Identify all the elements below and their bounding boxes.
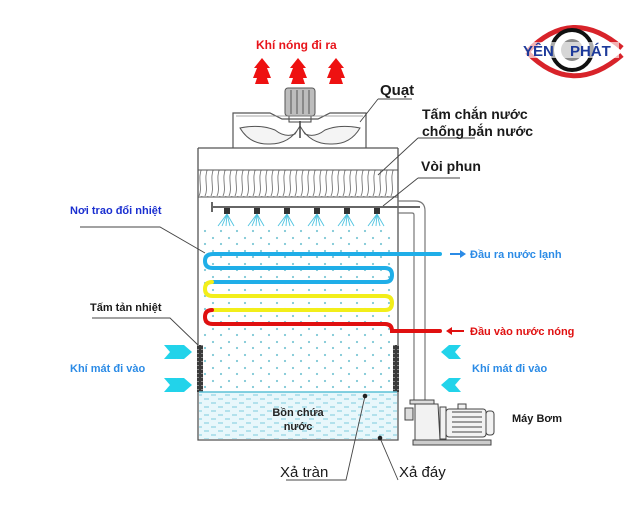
logo: YÊN PHÁT xyxy=(523,25,624,79)
coil-cold-section xyxy=(202,252,442,284)
spray-nozzle-icon xyxy=(277,208,295,227)
fan-motor xyxy=(284,87,316,123)
spray-header xyxy=(211,200,426,402)
fan-housing xyxy=(232,112,367,148)
label-overflow: Xả tràn xyxy=(280,464,328,481)
spray-nozzle-icon xyxy=(217,208,235,227)
label-cool-air-in-left: Khí mát đi vào xyxy=(70,363,145,375)
logo-text-left: YÊN xyxy=(523,42,554,60)
label-hot-water-in: Đầu vào nước nóng xyxy=(470,326,574,338)
label-fill-panel: Tấm tản nhiệt xyxy=(90,302,162,314)
cool-air-arrows-right xyxy=(441,345,461,392)
coil-warm-section xyxy=(202,280,395,312)
spray-nozzle-icon xyxy=(337,208,355,227)
label-cold-water-out: Đầu ra nước lạnh xyxy=(470,249,562,261)
fill-panel-right xyxy=(393,345,399,392)
spray-nozzles xyxy=(217,208,385,227)
spray-nozzle-icon xyxy=(247,208,265,227)
pump-icon xyxy=(404,399,495,446)
up-arrow-icon xyxy=(289,58,307,84)
drift-eliminator xyxy=(197,169,399,198)
left-arrow-icon xyxy=(441,378,461,392)
up-arrow-icon xyxy=(327,58,345,84)
label-basin-line1: Bồn chứa xyxy=(272,407,324,419)
label-cool-air-in-right: Khí mát đi vào xyxy=(472,363,547,375)
hot-in-arrow-icon xyxy=(446,327,464,335)
left-arrow-icon xyxy=(441,345,461,359)
leader-dots xyxy=(362,393,383,441)
label-pump: Máy Bơm xyxy=(512,413,562,425)
fill-panel-left xyxy=(197,345,203,392)
label-drain: Xả đáy xyxy=(399,464,446,481)
label-drift-eliminator-line1: Tấm chắn nước xyxy=(422,105,528,122)
spray-nozzle-icon xyxy=(307,208,325,227)
label-fan: Quạt xyxy=(380,82,414,99)
cool-air-arrows-left xyxy=(164,345,192,392)
leader-lines xyxy=(80,98,475,481)
label-heat-exchange: Nơi trao đổi nhiệt xyxy=(70,205,162,217)
right-arrow-icon xyxy=(176,345,192,359)
label-spray-nozzle: Vòi phun xyxy=(421,158,481,174)
up-arrow-icon xyxy=(253,58,271,84)
label-basin-line2: nước xyxy=(284,421,313,433)
spray-nozzle-icon xyxy=(367,208,385,227)
logo-text-right: PHÁT xyxy=(570,43,611,60)
coil-pipes xyxy=(392,252,440,333)
label-drift-eliminator-line2: chống bắn nước xyxy=(422,122,533,139)
label-hot-air-out: Khí nóng đi ra xyxy=(256,38,337,52)
cold-out-arrow-icon xyxy=(450,250,466,258)
right-arrow-icon xyxy=(176,378,192,392)
fan-blades-icon xyxy=(239,121,361,145)
hot-air-arrows xyxy=(253,58,345,84)
tower-body xyxy=(197,147,399,441)
